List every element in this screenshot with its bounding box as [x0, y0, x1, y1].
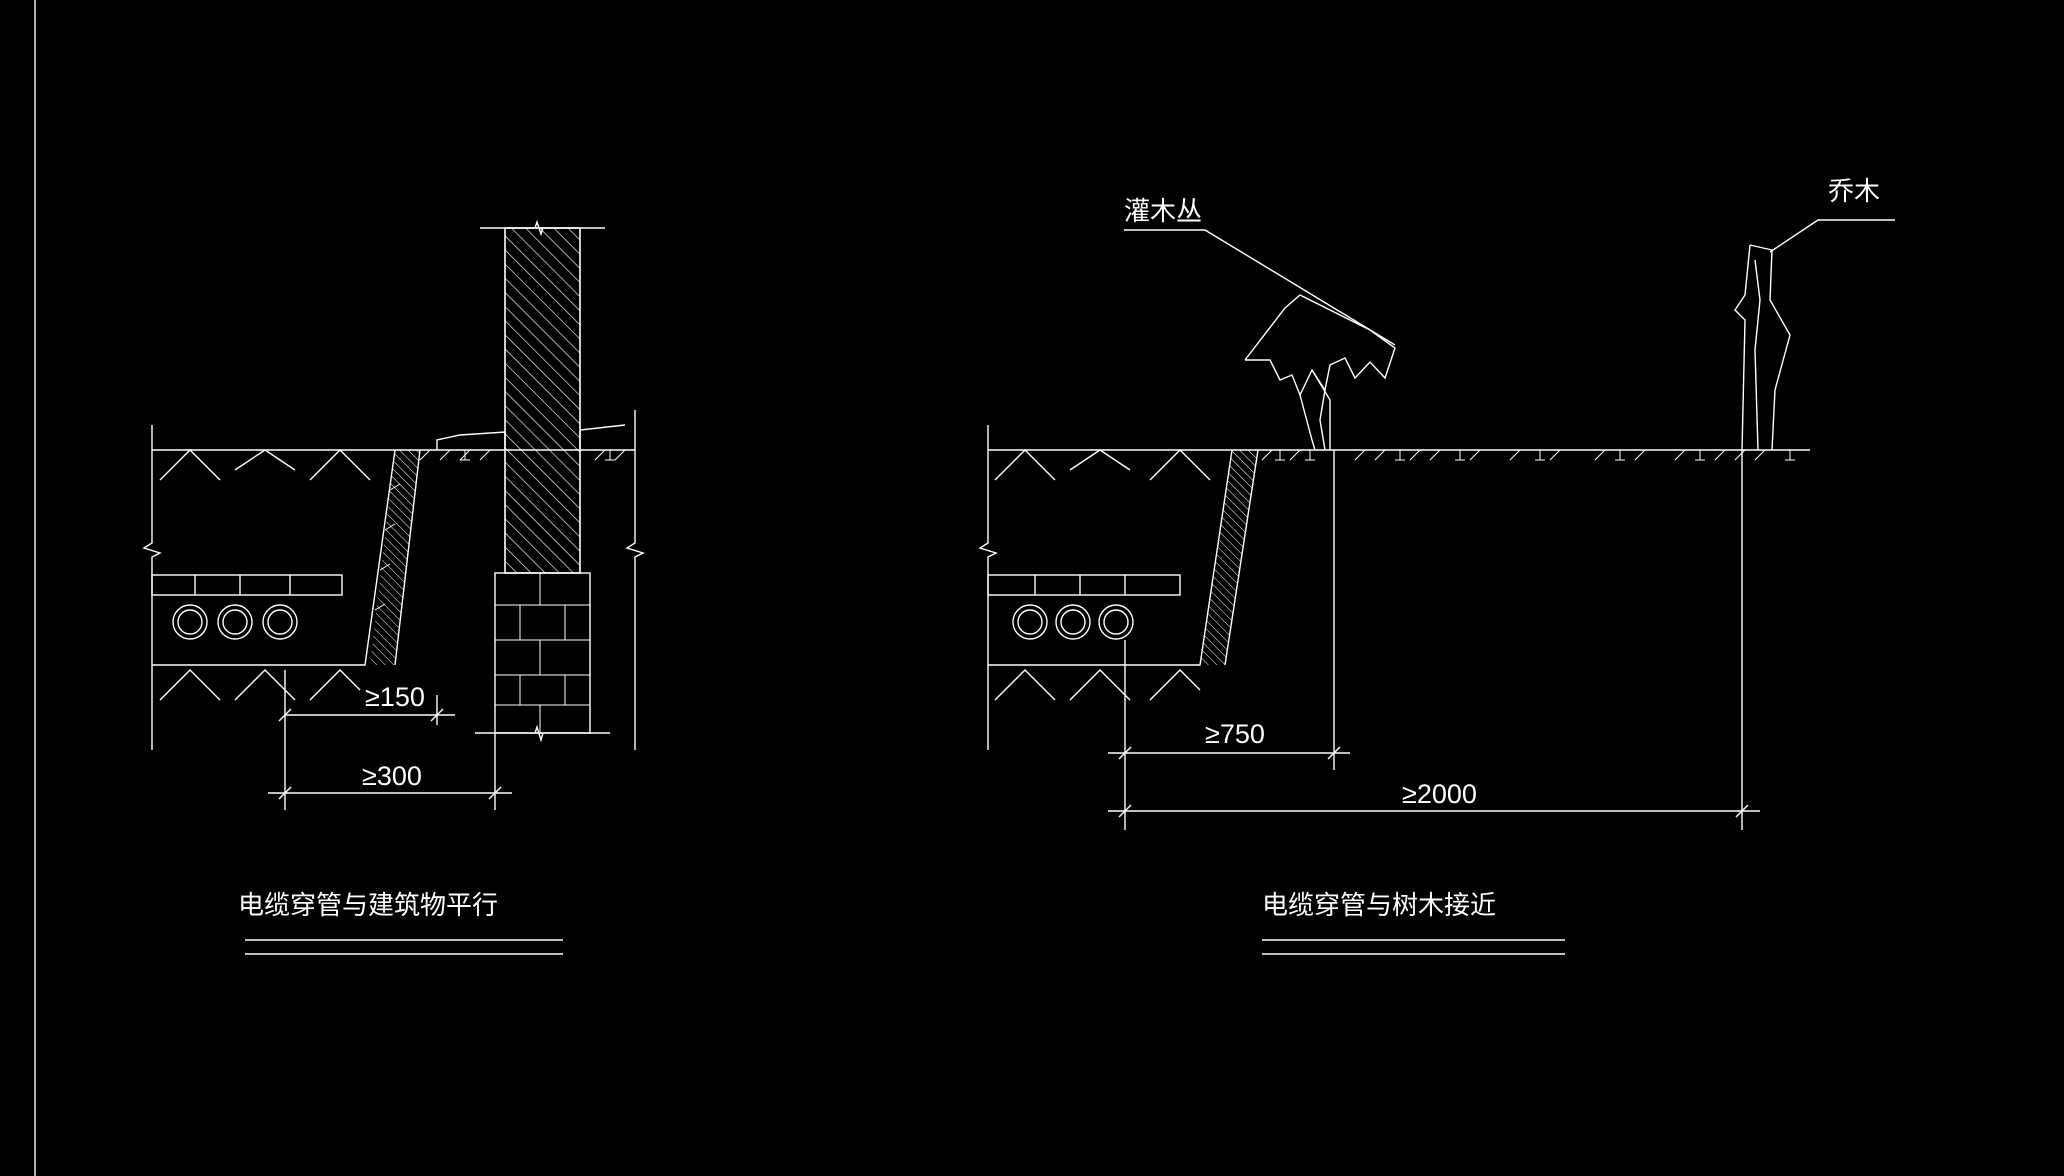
ground-hatch	[1261, 449, 1766, 461]
earth-symbol	[309, 669, 361, 701]
earth-symbol	[159, 449, 221, 481]
conduit-pipe	[1012, 604, 1048, 640]
ground-ticks	[1275, 450, 1795, 461]
earth-symbol	[159, 669, 221, 701]
trench-wall	[152, 449, 396, 666]
earth-symbol	[1149, 449, 1211, 481]
shrub-symbol	[1244, 294, 1396, 451]
earth-symbol	[1149, 669, 1201, 701]
conduit-pipe-inner	[1060, 609, 1086, 635]
left-detail: ≥150 ≥300 电缆穿管与建筑物平行	[142, 219, 645, 955]
conduit-pipe	[262, 604, 298, 640]
conduit-pipe	[217, 604, 253, 640]
conduit-pipe-inner	[1103, 609, 1129, 635]
dimension-2000: ≥2000	[1108, 779, 1760, 818]
brick-courses	[495, 573, 590, 733]
brick-cover	[987, 574, 1181, 596]
earth-symbol	[994, 449, 1056, 481]
conduit-pipe	[1098, 604, 1134, 640]
conduit-pipe	[172, 604, 208, 640]
earth-symbol	[994, 669, 1056, 701]
pavement-slab-right	[579, 424, 626, 450]
dimension-300: ≥300	[268, 725, 512, 810]
tree-symbol	[1734, 244, 1791, 451]
detail-title-left: 电缆穿管与建筑物平行	[238, 890, 498, 920]
slope-ticks	[374, 483, 401, 611]
dimension-150: ≥150	[278, 670, 455, 725]
conduit-pipe-inner	[177, 609, 203, 635]
break-line-right	[625, 410, 645, 750]
brick-cover	[151, 574, 343, 596]
conduit-pipe-inner	[267, 609, 293, 635]
dimension-750: ≥750	[1108, 719, 1350, 760]
conduit-group	[172, 604, 298, 640]
building-wall	[504, 227, 581, 574]
right-detail: 灌木丛 乔木 ≥750 ≥2000 电缆穿管与树木接近	[978, 176, 1895, 955]
leader-shrub	[1124, 229, 1396, 346]
dimension-label-300: ≥300	[362, 761, 422, 791]
label-tree: 乔木	[1828, 176, 1880, 206]
trench-wall-hatch	[370, 450, 420, 665]
leader-tree	[1769, 219, 1895, 253]
trench-wall-hatch	[1200, 450, 1258, 665]
earth-symbol	[234, 449, 296, 471]
dimension-label-750: ≥750	[1205, 719, 1265, 749]
label-shrub: 灌木丛	[1124, 196, 1202, 226]
earth-symbol	[234, 669, 296, 701]
detail-title-right: 电缆穿管与树木接近	[1262, 890, 1496, 920]
conduit-pipe-inner	[222, 609, 248, 635]
earth-symbol	[1069, 669, 1131, 701]
dimension-label-2000: ≥2000	[1402, 779, 1477, 809]
brick-foundation	[494, 572, 591, 734]
pavement-slab-left	[436, 431, 506, 450]
dimension-label-150: ≥150	[365, 682, 425, 712]
conduit-pipe-inner	[1017, 609, 1043, 635]
ground-hatch	[419, 449, 626, 461]
earth-symbol	[309, 449, 371, 481]
ground-ticks	[460, 450, 615, 461]
earth-symbol	[1069, 449, 1131, 471]
conduit-pipe	[1055, 604, 1091, 640]
conduit-group	[1012, 604, 1134, 640]
